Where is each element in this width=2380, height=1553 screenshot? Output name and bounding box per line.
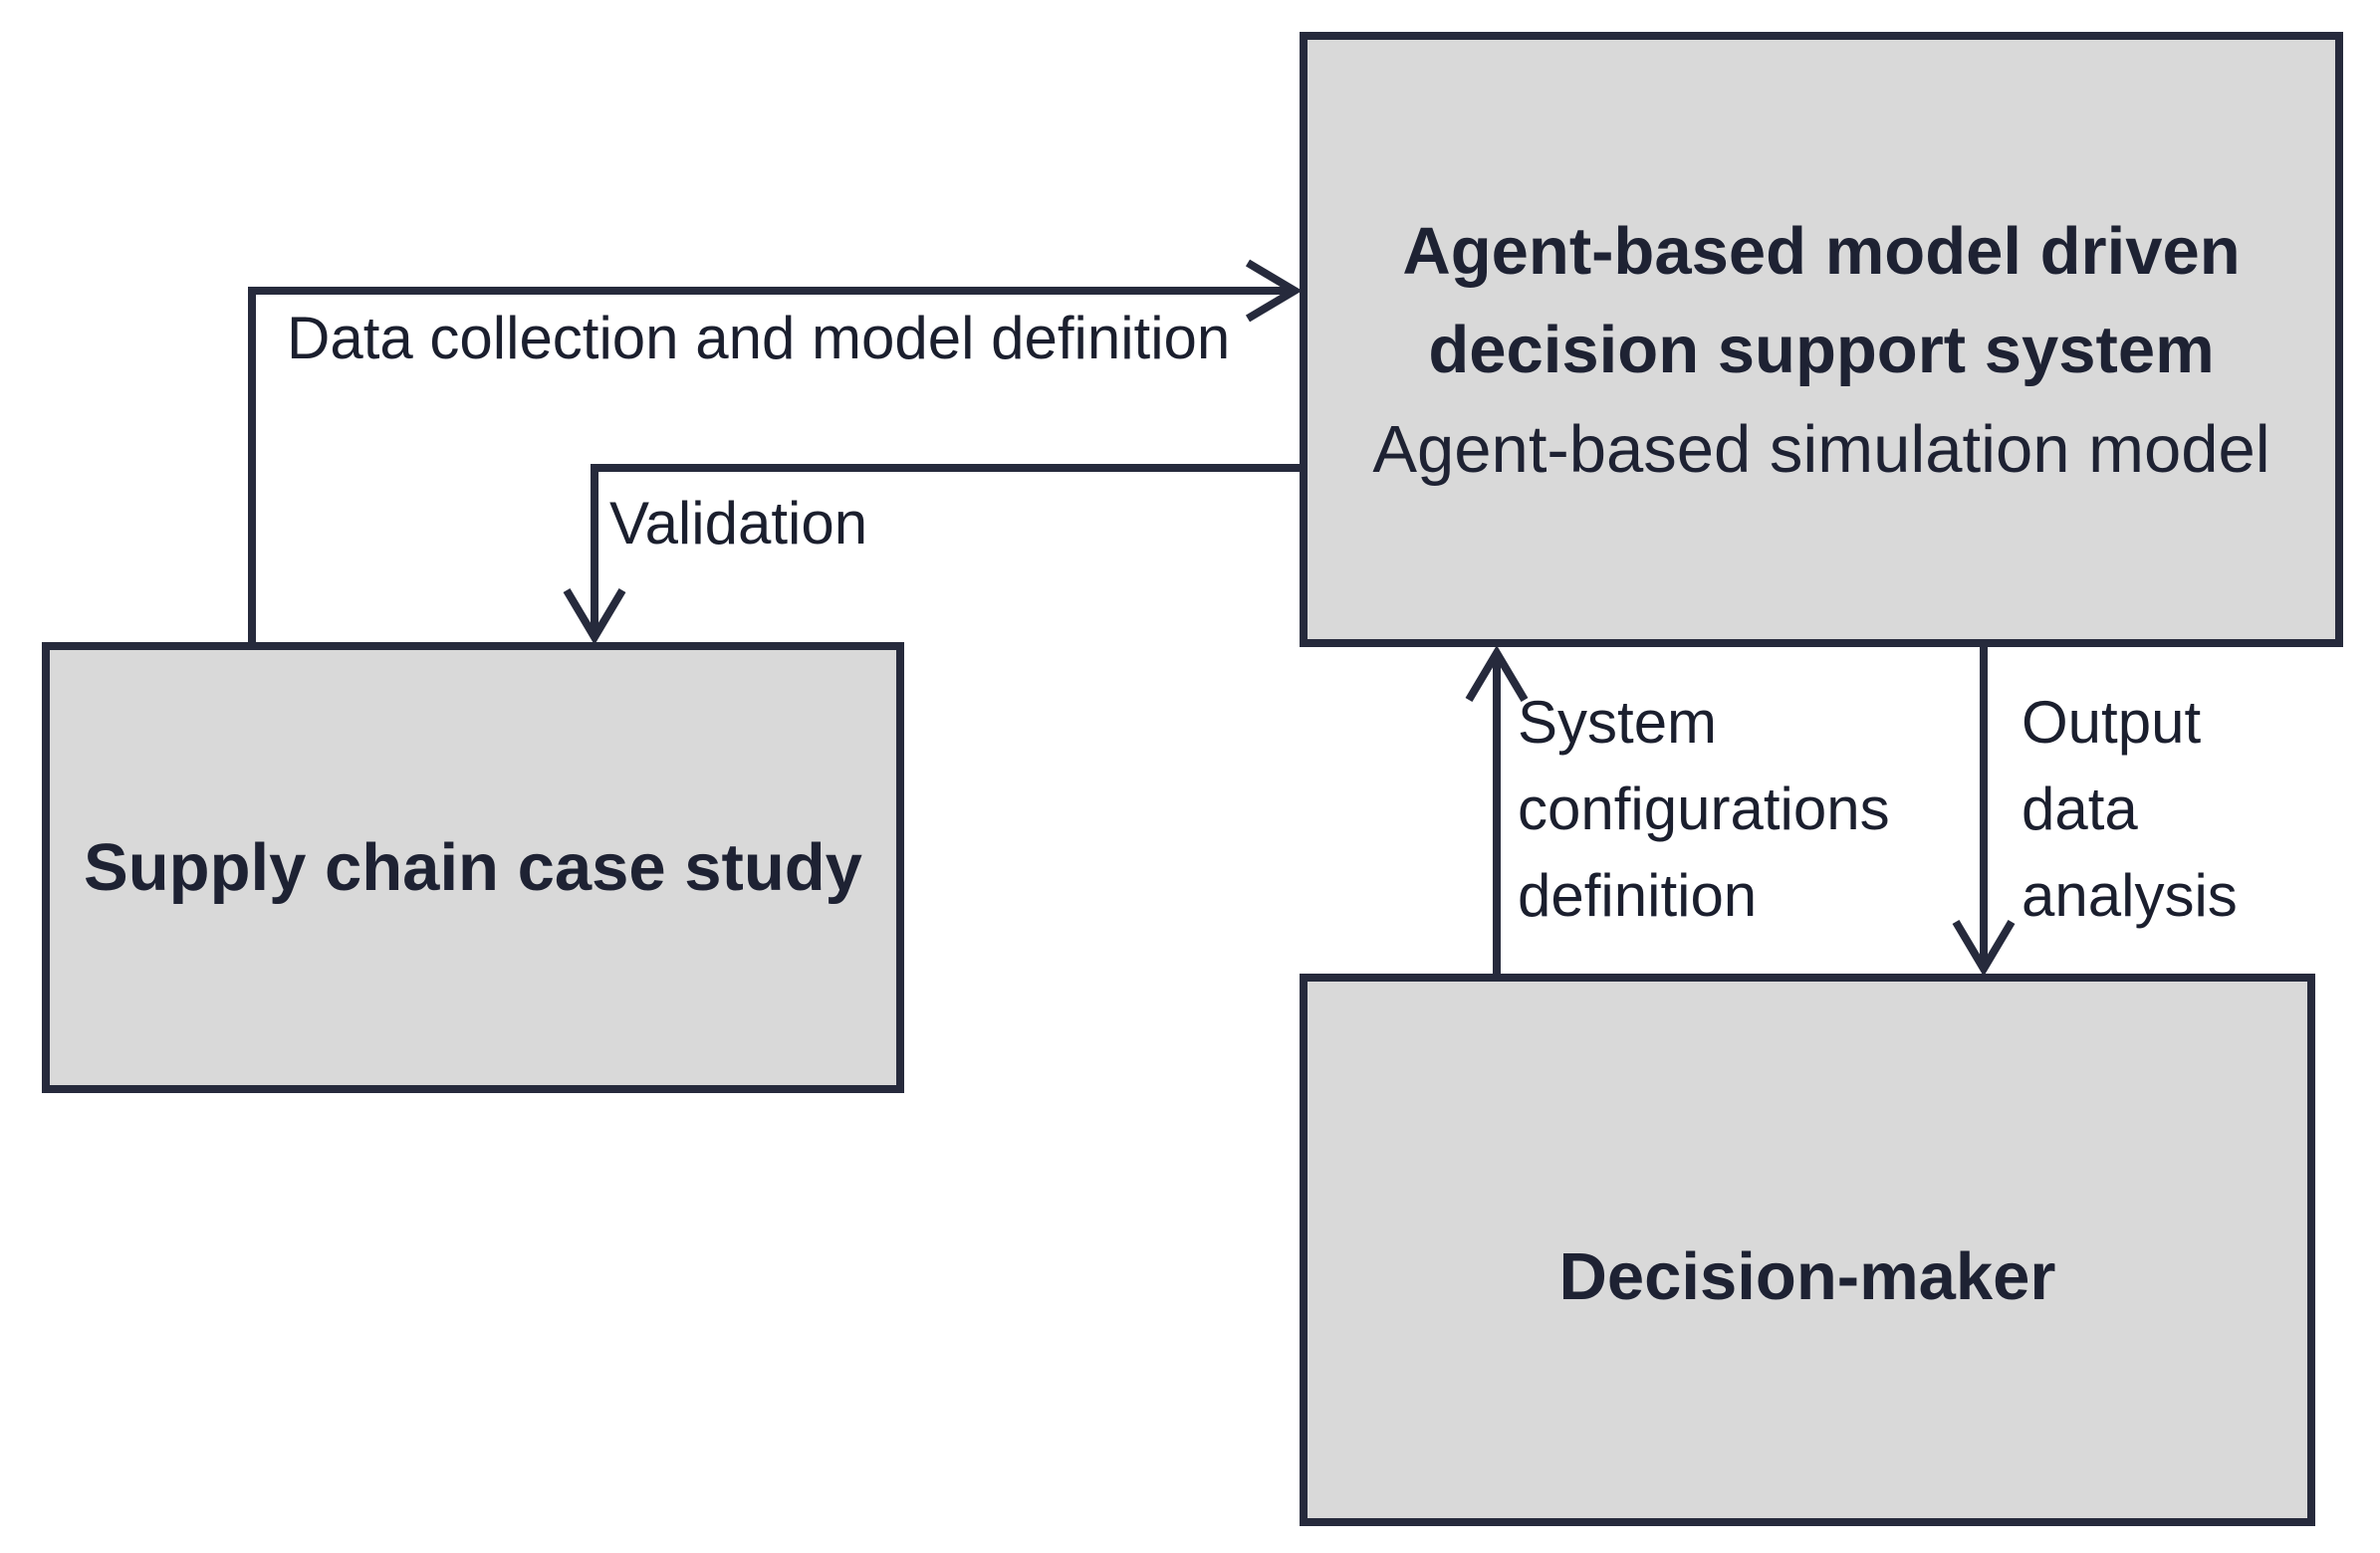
- system-config-label-line3: definition: [1518, 862, 1758, 929]
- data-collection-arrowhead-icon: [1245, 259, 1303, 323]
- system-config-label-line1: System: [1518, 689, 1718, 756]
- output-analysis-label-line2: data: [2022, 776, 2138, 842]
- dss-box-title-line1: Agent-based model driven: [1402, 214, 2241, 290]
- supply-chain-box-title: Supply chain case study: [84, 829, 862, 905]
- output-analysis-label-line1: Output: [2022, 689, 2202, 756]
- validation-arrowhead-icon: [563, 587, 626, 645]
- decision-support-system-box: Agent-based model driven decision suppor…: [1300, 32, 2343, 647]
- system-config-arrow: [1465, 645, 1529, 978]
- validation-arrow-label: Validation: [609, 490, 868, 556]
- dss-box-title-line2: decision support system: [1428, 313, 2215, 388]
- system-config-arrowhead-icon: [1465, 645, 1529, 703]
- system-config-label-line2: configurations: [1518, 776, 1890, 842]
- supply-chain-case-study-box: Supply chain case study: [42, 642, 904, 1093]
- decision-maker-box: Decision-maker: [1300, 974, 2315, 1526]
- system-config-arrow-label: System configurations definition: [1518, 679, 1890, 939]
- data-collection-arrow-label: Data collection and model definition: [287, 305, 1231, 371]
- dss-box-subtitle: Agent-based simulation model: [1372, 411, 2270, 487]
- output-analysis-label-line3: analysis: [2022, 862, 2238, 929]
- decision-maker-box-title: Decision-maker: [1558, 1239, 2056, 1315]
- output-analysis-arrow: [1952, 642, 2016, 977]
- output-analysis-arrowhead-icon: [1952, 919, 2016, 977]
- output-analysis-arrow-label: Output data analysis: [2022, 679, 2238, 939]
